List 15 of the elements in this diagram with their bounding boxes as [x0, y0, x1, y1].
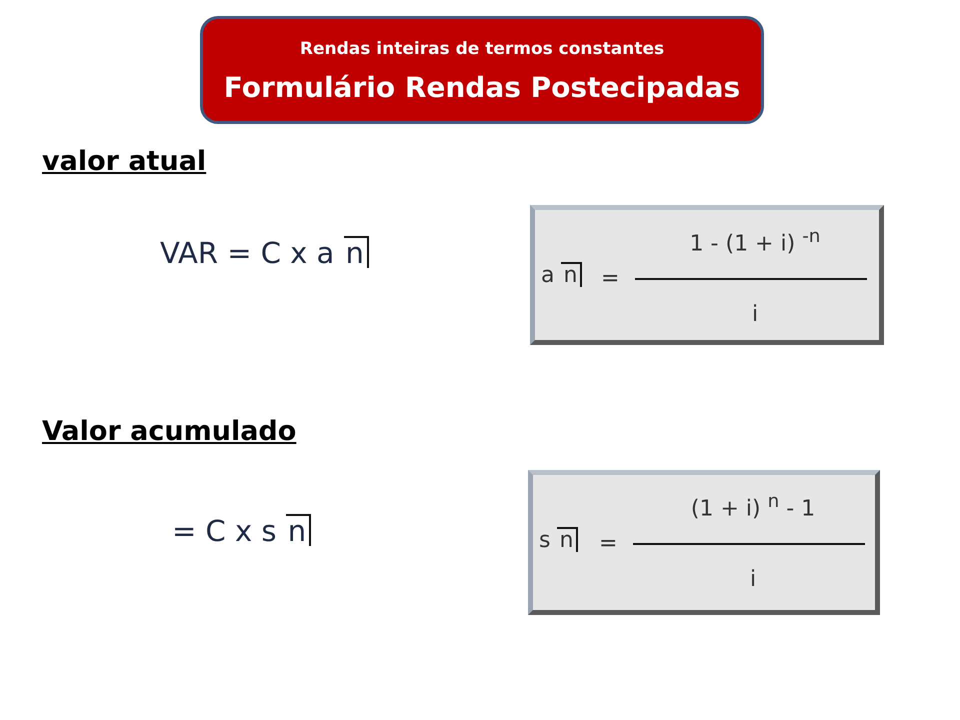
formula: VAR = C x a n — [160, 236, 369, 270]
numerator: 1 - (1 + i) $^{-n}$ — [688, 226, 822, 256]
section-heading: valor atual — [42, 146, 206, 177]
subtitle: Rendas inteiras de termos constantes — [298, 39, 666, 59]
formula: = C x s n — [172, 514, 312, 548]
formula-box — [528, 470, 880, 615]
equals-sign: = — [599, 531, 618, 556]
title-banner — [200, 16, 764, 124]
numerator: (1 + i) $^{n}$ - 1 — [690, 491, 816, 522]
title: Formulário Rendas Postecipadas — [222, 71, 742, 104]
equals-sign: = — [601, 266, 620, 291]
denominator: i — [750, 302, 760, 327]
denominator: i — [748, 567, 758, 592]
section-heading: Valor acumulado — [42, 416, 296, 447]
formula-box — [530, 205, 884, 345]
